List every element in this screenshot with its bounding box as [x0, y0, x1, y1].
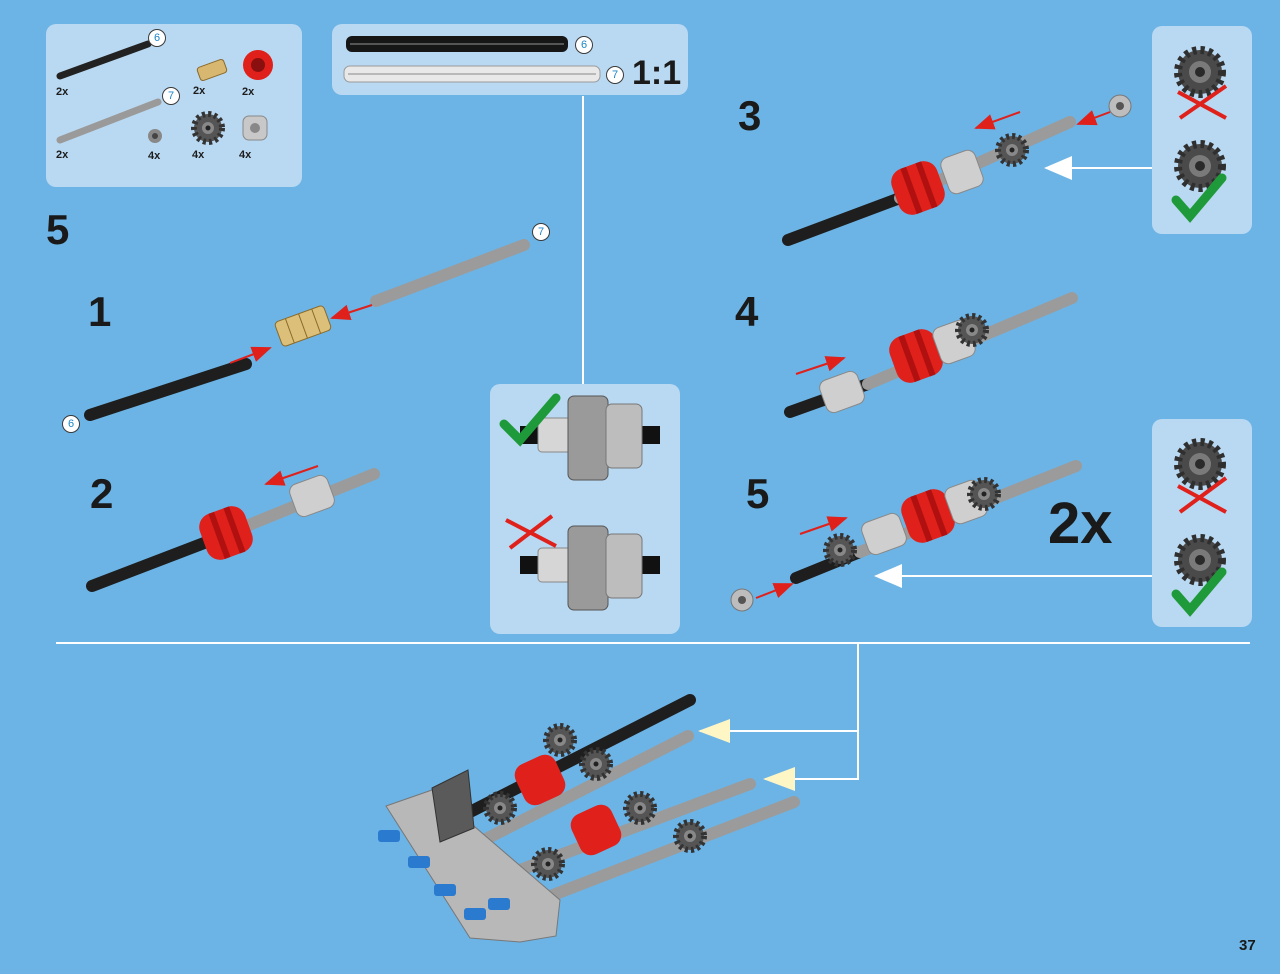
scale-badge-6: 6	[575, 36, 593, 54]
multiplier-label: 2x	[1048, 491, 1113, 556]
part-qty-driving-ring: 4x	[239, 149, 252, 161]
fit-check-wrong	[505, 514, 660, 611]
part-qty-red-clutch: 2x	[242, 86, 255, 98]
sub-step-2: 2	[90, 470, 114, 517]
parts-icons	[56, 40, 273, 143]
fit-check-correct	[499, 393, 660, 481]
sub-step-3: 3	[738, 92, 762, 139]
sub-step-5: 5	[746, 470, 770, 517]
scale-badge-7: 7	[606, 66, 624, 84]
part-qty-grey-axle: 2x	[56, 149, 69, 161]
final-assembly	[378, 694, 800, 943]
part-qty-gear: 4x	[192, 149, 205, 161]
part-qty-connector: 2x	[193, 85, 206, 97]
scale-label: 1:1	[632, 54, 682, 92]
main-step-number: 5	[46, 206, 70, 253]
scale-panel	[332, 24, 688, 95]
part-badge-6: 6	[148, 29, 166, 47]
step1-badge-7: 7	[532, 223, 550, 241]
sub-step-4: 4	[735, 288, 759, 335]
part-badge-7: 7	[162, 87, 180, 105]
page-number: 37	[1239, 937, 1256, 954]
step1-badge-6: 6	[62, 415, 80, 433]
part-qty-black-axle: 2x	[56, 86, 69, 98]
part-qty-bushing: 4x	[148, 150, 161, 162]
sub-step-1: 1	[88, 288, 112, 335]
